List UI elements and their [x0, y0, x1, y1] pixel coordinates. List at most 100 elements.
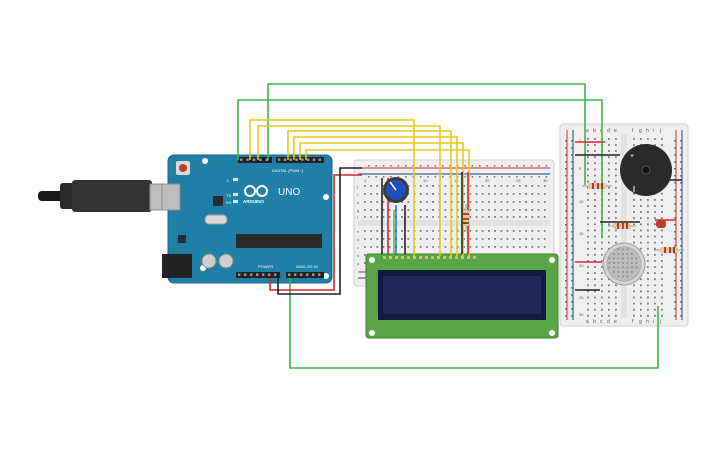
breadboard-hole: [457, 193, 459, 195]
row-number: 20: [579, 263, 584, 268]
rail-hole: [571, 210, 573, 212]
arduino-uno-board[interactable]: UNO ARDUINO DIGITAL (PWM~) POWER ANALOG …: [161, 154, 333, 284]
breadboard-hole: [640, 138, 642, 140]
breadboard-hole: [647, 266, 649, 268]
col-letter: e: [614, 128, 617, 134]
wires-black[interactable]: [277, 154, 682, 295]
breadboard-hole: [519, 209, 521, 211]
lcd-pin: [467, 256, 470, 259]
buzzer-plus-label: +: [630, 153, 634, 160]
breadboard-hole: [370, 193, 372, 195]
breadboard-hole: [364, 216, 366, 218]
breadboard-hole: [587, 253, 589, 256]
power-analog-pin-header[interactable]: [238, 273, 321, 276]
col-letter: j: [659, 128, 661, 134]
breadboard-hole: [640, 199, 642, 201]
rail-hole: [486, 165, 488, 167]
header-pin: [306, 273, 309, 276]
breadboard-hole: [633, 223, 635, 226]
breadboard-hole: [419, 201, 422, 203]
breadboard-hole: [537, 193, 540, 195]
header-pin: [265, 158, 268, 161]
breadboard-hole: [647, 296, 649, 299]
breadboard-hole: [506, 201, 509, 203]
breadboard-hole: [531, 193, 534, 195]
breadboard-hole: [512, 246, 515, 248]
header-pin: [244, 273, 247, 276]
breadboard-hole: [469, 246, 472, 248]
breadboard-hole: [407, 238, 410, 240]
breadboard-hole: [376, 230, 379, 232]
rail-hole: [674, 245, 676, 247]
breadboard-hole: [640, 278, 642, 281]
breadboard-hole: [525, 193, 527, 195]
breadboard-hole: [500, 209, 503, 211]
breadboard-hole: [633, 199, 635, 201]
breadboard-hole: [654, 223, 656, 226]
breadboard-hole: [364, 193, 366, 195]
breadboard-hole: [640, 235, 642, 238]
breadboard-hole: [594, 302, 596, 305]
col-letter: f: [632, 319, 634, 325]
breadboard-hole: [543, 193, 546, 195]
rail-hole: [571, 252, 573, 254]
header-pin: [318, 273, 321, 276]
rail-hole: [680, 182, 682, 184]
breadboard-hole: [615, 156, 617, 159]
wires-yellow[interactable]: [249, 119, 470, 256]
breadboard-hole: [594, 223, 596, 226]
row-letter: h: [357, 200, 359, 205]
breadboard-hole: [654, 138, 656, 140]
col-letter: f: [632, 128, 634, 134]
lcd-pin: [413, 256, 416, 259]
breadboard-hole: [647, 308, 649, 311]
rail-hole: [501, 165, 503, 167]
red-led[interactable]: [656, 220, 666, 228]
lcd-display-16x2[interactable]: [365, 253, 559, 339]
col-letter: h: [646, 319, 649, 325]
wire-yellow-5: [299, 142, 464, 256]
rail-hole: [405, 165, 407, 167]
breadboard-hole: [587, 186, 589, 189]
wires-green[interactable]: [237, 83, 659, 369]
led-l-label: L: [227, 178, 230, 183]
col-letter: a: [586, 128, 589, 134]
breadboard-hole: [401, 238, 403, 240]
breadboard-hole: [475, 201, 478, 203]
breadboard-hole: [481, 201, 484, 203]
potentiometer[interactable]: [383, 177, 409, 203]
breadboard-hole: [647, 199, 649, 201]
breadboard-hole: [376, 185, 379, 187]
row-letter: d: [357, 237, 359, 242]
resistor-1[interactable]: [582, 183, 612, 189]
wire-yellow-3: [287, 130, 452, 256]
rail-hole: [674, 238, 676, 240]
breadboard-hole: [525, 209, 527, 211]
breadboard-hole: [615, 217, 617, 220]
rail-hole: [680, 140, 682, 142]
resistor-lcd-backlight[interactable]: [463, 204, 469, 232]
digital-pin-header[interactable]: [240, 158, 321, 161]
breadboard-hole: [432, 209, 434, 211]
piezo-buzzer[interactable]: +: [620, 144, 672, 196]
breadboard-hole: [370, 209, 372, 211]
gas-sensor[interactable]: [602, 242, 646, 286]
breadboard-hole: [494, 185, 496, 187]
breadboard-hole: [608, 144, 610, 146]
breadboard-hole: [587, 235, 589, 238]
rail-hole: [674, 175, 676, 177]
resistor-2[interactable]: [608, 223, 636, 229]
breadboard-hole: [654, 278, 656, 281]
breadboard-hole: [608, 150, 610, 152]
breadboard-hole: [608, 156, 610, 159]
breadboard-hole: [601, 260, 603, 262]
col-letter: e: [614, 319, 617, 325]
breadboard-hole: [654, 302, 656, 305]
rail-hole: [674, 301, 676, 303]
breadboard-hole: [640, 290, 642, 293]
breadboard-hole: [594, 156, 596, 159]
resistor-3[interactable]: [654, 247, 684, 253]
rail-hole: [674, 273, 676, 275]
breadboard-hole: [587, 150, 589, 152]
header-pin: [288, 273, 291, 276]
